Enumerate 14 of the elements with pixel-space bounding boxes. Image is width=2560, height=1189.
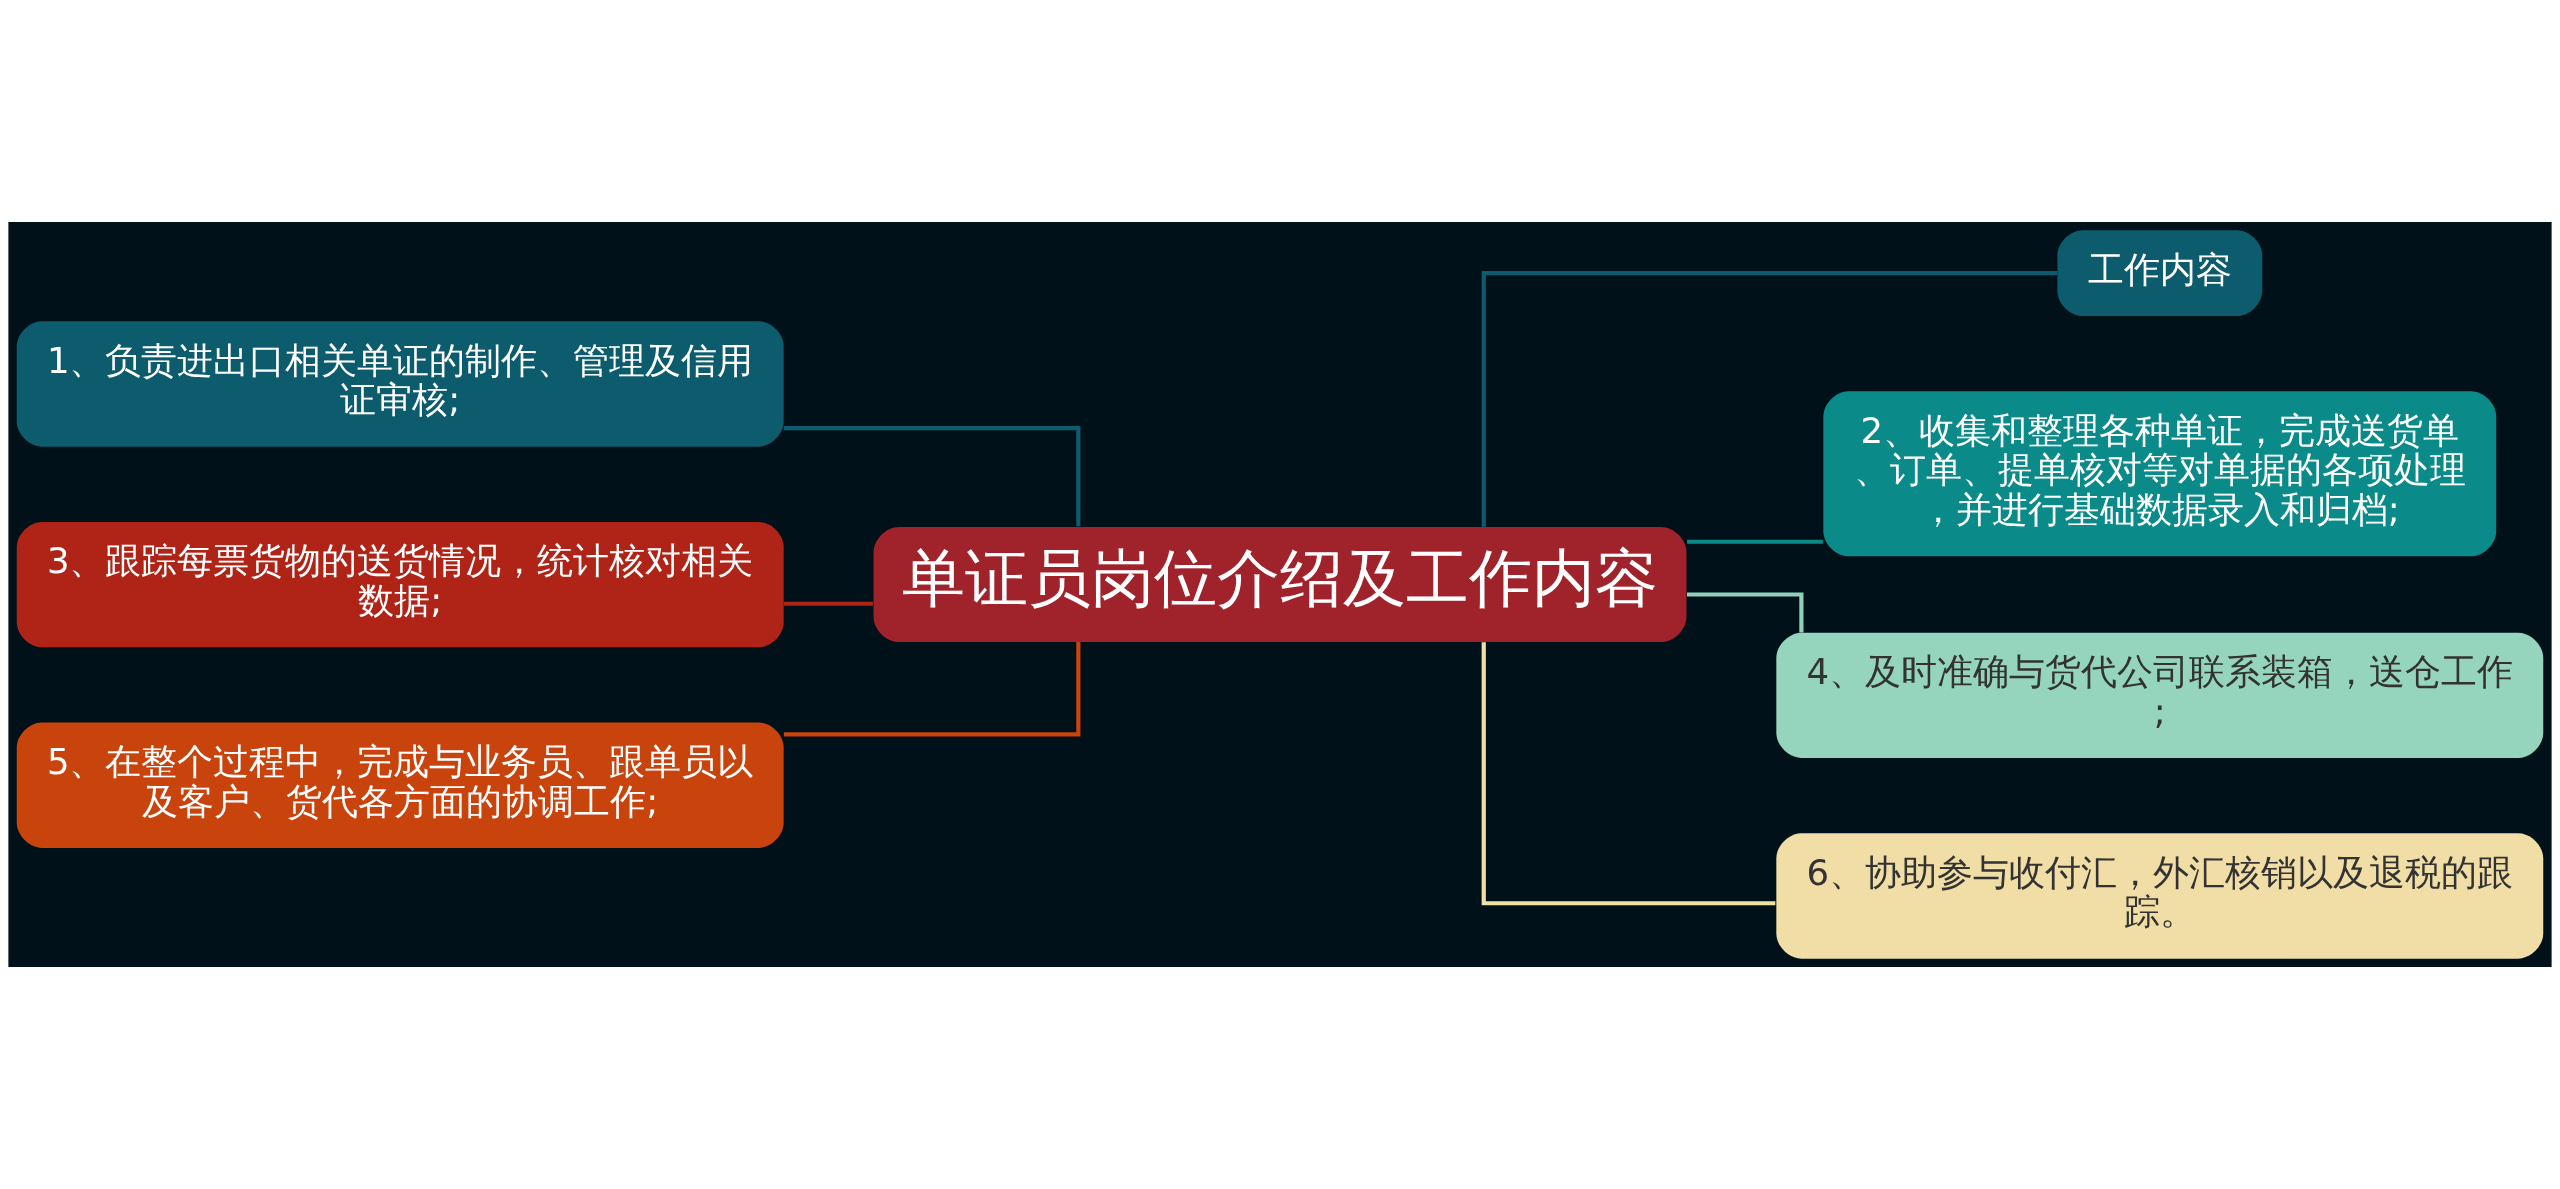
connector [783,426,1081,527]
node-box: 1、负责进出口相关单证的制作、管理及信用证审核; [16,321,784,447]
node-box: 单证员岗位介绍及工作内容 [873,527,1687,643]
connector [1687,539,1823,544]
node-box: 2、收集和整理各种单证，完成送货单、订单、提单核对等对单据的各项处理，并进行基础数据录入和归档; [1823,391,2497,557]
connector [783,642,1081,737]
node-box: 4、及时准确与货代公司联系装箱，送仓工作; [1776,632,2544,758]
node-box: 6、协助参与收付汇，外汇核销以及退税的跟踪。 [1776,833,2544,959]
node-box: 5、在整个过程中，完成与业务员、跟单员以及客户、货代各方面的协调工作; [16,722,784,848]
connector [1481,642,1776,906]
connector [783,601,873,606]
node-box: 工作内容 [2057,230,2263,317]
connector [1481,271,2058,527]
node-box: 3、跟踪每票货物的送货情况，统计核对相关数据; [16,521,784,648]
